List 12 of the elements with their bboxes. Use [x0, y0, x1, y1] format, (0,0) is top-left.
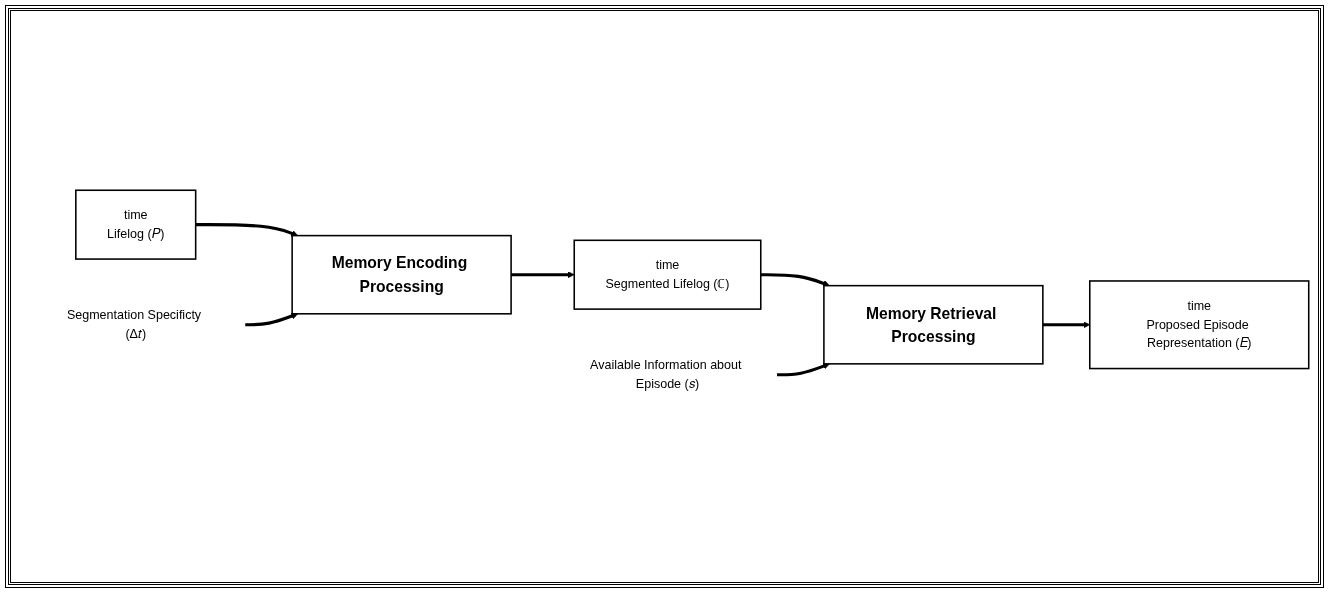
arrow: [760, 272, 830, 287]
arrow: [245, 312, 299, 327]
node-text: Segmentation Specificty (Δ𝑡): [66, 308, 202, 341]
node-box: Memory Retrieval Processing: [823, 284, 1044, 365]
arrow: [195, 222, 299, 237]
node-text: Available Information about Episode (𝑠): [590, 358, 742, 391]
arrow: [511, 271, 575, 278]
node-box: time Lifelog (𝑃): [75, 189, 197, 260]
node-box: time Proposed Episode Representation (𝐸): [1089, 279, 1310, 370]
node-box: time Segmented Lifelog (ℂ): [573, 239, 762, 310]
node-box: Memory Encoding Processing: [291, 234, 512, 315]
arrow: [777, 362, 830, 377]
